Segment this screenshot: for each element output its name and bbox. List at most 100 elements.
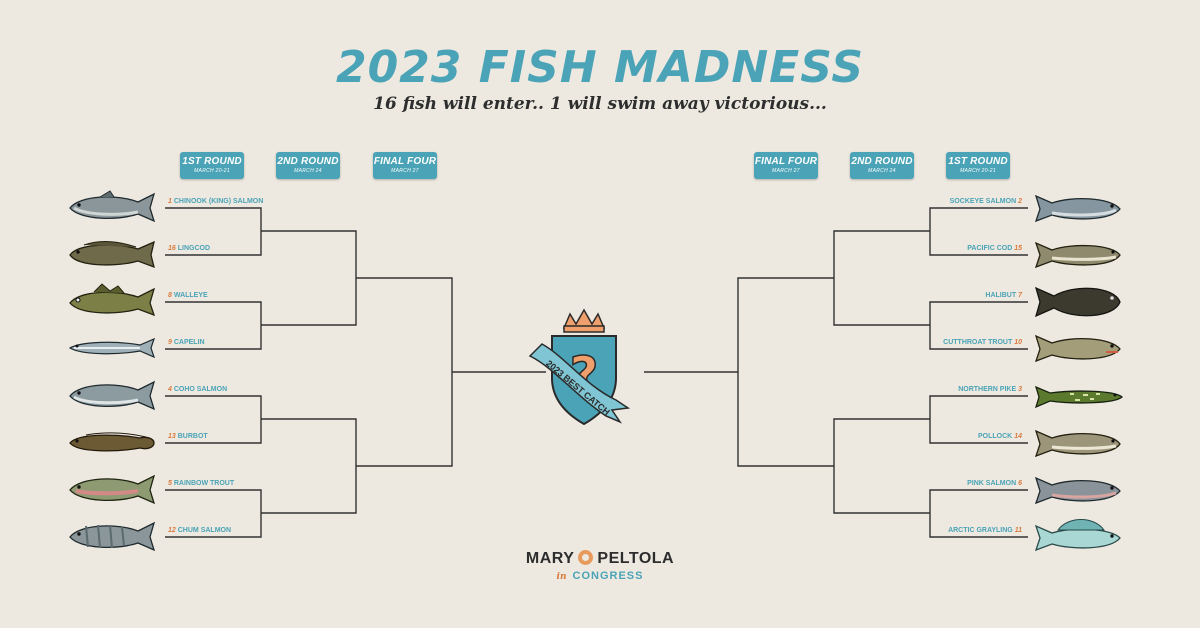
round-dates: MARCH 20-21 (960, 168, 996, 174)
bracket-line (929, 301, 1028, 350)
team-name: ARCTIC GRAYLING (948, 527, 1013, 534)
bracket-line (165, 395, 262, 444)
team-entry-left[interactable]: 4 COHO SALMON (168, 384, 227, 396)
team-entry-right[interactable]: ARCTIC GRAYLING 11 (948, 525, 1022, 537)
team-seed: 3 (1018, 386, 1022, 393)
salmon-icon (1034, 194, 1121, 223)
banner-ribbon (528, 343, 631, 424)
round-header-2nd-left: 2ND ROUND MARCH 24 (276, 152, 340, 179)
round-name: 1ST ROUND (182, 156, 242, 167)
team-name: WALLEYE (173, 292, 208, 299)
team-entry-left[interactable]: 9 CAPELIN (168, 337, 205, 349)
team-entry-right[interactable]: PINK SALMON 6 (967, 478, 1022, 490)
logo-last-name: PELTOLA (597, 550, 675, 567)
team-seed: 10 (1014, 339, 1022, 346)
walleye-icon (69, 283, 156, 317)
team-seed: 6 (1018, 480, 1022, 487)
team-seed: 14 (1014, 433, 1022, 440)
bracket-line (737, 277, 834, 467)
team-name: HALIBUT (985, 292, 1017, 299)
bracket-line (356, 277, 453, 467)
team-entry-right[interactable]: CUTTHROAT TROUT 10 (943, 337, 1022, 349)
team-entry-right[interactable]: POLLOCK 14 (978, 431, 1022, 443)
team-seed: 9 (168, 339, 172, 346)
logo-in: in (556, 572, 567, 582)
page-subtitle: 16 fish will enter.. 1 will swim away vi… (373, 94, 827, 114)
team-name: PINK SALMON (967, 480, 1017, 487)
round-name: 1ST ROUND (948, 156, 1008, 167)
team-name: SOCKEYE SALMON (949, 198, 1017, 205)
team-seed: 8 (168, 292, 172, 299)
team-entry-left[interactable]: 13 BURBOT (168, 431, 208, 443)
team-entry-right[interactable]: NORTHERN PIKE 3 (958, 384, 1022, 396)
team-name: COHO SALMON (173, 386, 228, 393)
team-entry-right[interactable]: PACIFIC COD 15 (967, 243, 1022, 255)
grayling-icon (1034, 519, 1121, 552)
round-name: FINAL FOUR (373, 156, 437, 167)
team-name: LINGCOD (177, 245, 211, 252)
team-seed: 7 (1018, 292, 1022, 299)
round-header-1st-right: 1ST ROUND MARCH 20-21 (946, 152, 1010, 179)
burbot-icon (69, 432, 155, 452)
logo-mark-icon (578, 550, 594, 565)
trout-icon (1034, 334, 1121, 363)
team-name: RAINBOW TROUT (173, 480, 235, 487)
champion-emblem: ? 2023 BEST CATCH (528, 308, 631, 426)
team-entry-right[interactable]: HALIBUT 7 (985, 290, 1022, 302)
team-seed: 16 (168, 245, 176, 252)
bracket-line (929, 489, 1028, 538)
team-name: CHUM SALMON (177, 527, 232, 534)
halibut-icon (1034, 286, 1121, 318)
round-dates: MARCH 24 (294, 168, 322, 174)
bracket-line (165, 207, 262, 256)
team-entry-right[interactable]: SOCKEYE SALMON 2 (950, 196, 1022, 208)
lingcod-icon (69, 240, 155, 269)
bracket-line (929, 207, 1028, 256)
team-entry-left[interactable]: 1 CHINOOK (KING) SALMON (168, 196, 263, 208)
round-dates: MARCH 24 (868, 168, 896, 174)
round-dates: MARCH 27 (391, 168, 419, 174)
team-entry-left[interactable]: 16 LINGCOD (168, 243, 210, 255)
team-seed: 1 (168, 198, 172, 205)
salmon-icon (69, 190, 156, 223)
salmon-icon (1034, 476, 1121, 505)
pike-icon (1034, 385, 1123, 409)
page-title: 2023 FISH MADNESS (335, 42, 865, 93)
team-seed: 2 (1018, 198, 1022, 205)
team-name: CUTTHROAT TROUT (943, 339, 1013, 346)
round-name: FINAL FOUR (754, 156, 818, 167)
bracket-line (165, 489, 262, 538)
team-name: CAPELIN (173, 339, 205, 346)
crown-icon (562, 308, 606, 333)
capelin-icon (68, 337, 155, 359)
team-entry-left[interactable]: 8 WALLEYE (168, 290, 208, 302)
bracket-line (165, 301, 262, 350)
round-dates: MARCH 27 (772, 168, 800, 174)
team-seed: 13 (168, 433, 176, 440)
team-seed: 11 (1014, 527, 1022, 534)
logo-first-name: MARY (525, 550, 575, 567)
bracket-line (261, 418, 357, 514)
bracket-line (833, 230, 930, 326)
team-entry-left[interactable]: 12 CHUM SALMON (168, 525, 231, 537)
bracket-line (929, 395, 1028, 444)
cod-icon (1034, 429, 1121, 458)
logo-office: CONGRESS (572, 570, 644, 582)
round-header-final-four-right: FINAL FOUR MARCH 27 (754, 152, 818, 179)
team-name: PACIFIC COD (967, 245, 1013, 252)
salmon-icon (69, 380, 156, 411)
round-header-2nd-right: 2ND ROUND MARCH 24 (850, 152, 914, 179)
cod-icon (1034, 241, 1121, 269)
round-dates: MARCH 20-21 (194, 168, 230, 174)
round-name: 2ND ROUND (277, 156, 339, 167)
team-name: BURBOT (177, 433, 208, 440)
round-header-final-four-left: FINAL FOUR MARCH 27 (373, 152, 437, 179)
team-seed: 5 (168, 480, 172, 487)
bracket-line (833, 418, 930, 514)
team-name: POLLOCK (978, 433, 1013, 440)
bracket-line (261, 230, 357, 326)
round-header-1st-left: 1ST ROUND MARCH 20-21 (180, 152, 244, 179)
team-entry-left[interactable]: 5 RAINBOW TROUT (168, 478, 234, 490)
round-name: 2ND ROUND (851, 156, 913, 167)
